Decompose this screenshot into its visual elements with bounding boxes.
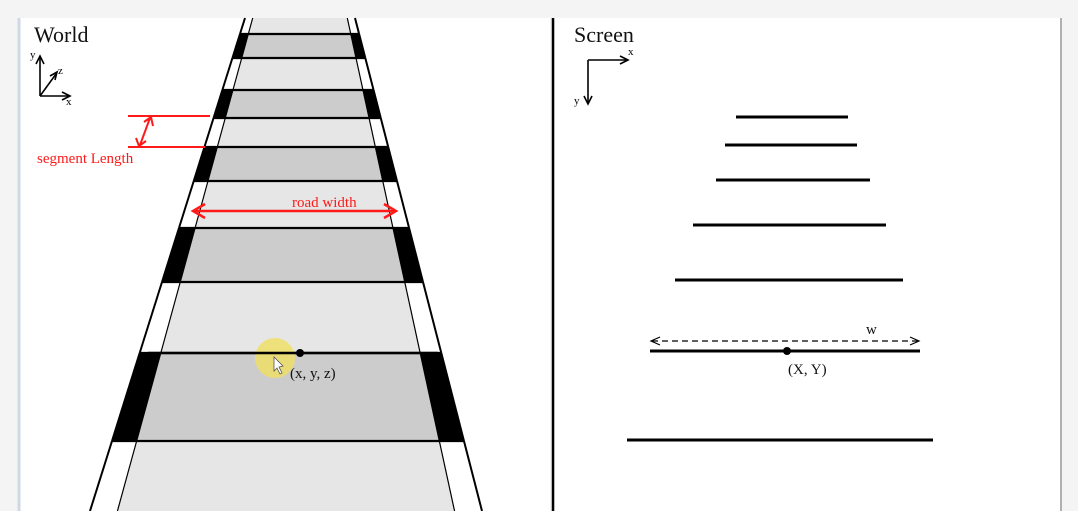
rumble-strip-left — [213, 90, 233, 118]
world-axis-y-label: y — [30, 49, 36, 61]
rumble-inner-left — [136, 352, 162, 442]
road-segment — [160, 282, 421, 353]
screen-axes-icon — [583, 55, 630, 106]
screen-axis-x-label: x — [628, 46, 634, 58]
rumble-strip-left — [193, 147, 218, 181]
road-edge-right — [408, 227, 424, 283]
rumble-inner-right — [374, 146, 384, 182]
road-edge-right — [422, 281, 443, 354]
screen-title: Screen — [574, 22, 634, 47]
road-edge-left — [161, 227, 180, 283]
rumble-strip-left — [112, 353, 161, 441]
rumble-strip-left — [222, 58, 242, 90]
screen-point — [783, 347, 791, 355]
rumble-inner-right — [438, 440, 456, 511]
rumble-inner-left — [241, 33, 249, 59]
rumble-inner-right — [355, 57, 364, 91]
road-edge-left — [111, 352, 141, 442]
rumble-inner-left — [216, 117, 226, 148]
road-edge-right — [462, 440, 483, 511]
screen-axis-y-label: y — [574, 95, 580, 107]
rumble-strip-right — [375, 147, 397, 181]
road-edge-right — [364, 57, 375, 91]
road-edge-left — [203, 117, 215, 148]
rumble-strip-right — [362, 90, 381, 118]
rumble-inner-right — [404, 281, 421, 354]
screen-width-arrow — [649, 336, 921, 346]
world-axes-icon — [35, 54, 72, 101]
rumble-strip-right — [404, 282, 442, 353]
rumble-strip-left — [178, 181, 208, 228]
road-edge-right — [379, 117, 390, 148]
road-edge-right — [358, 33, 367, 59]
rumble-inner-right — [382, 180, 394, 229]
rumble-inner-right — [368, 117, 376, 148]
rumble-strip-left — [232, 34, 249, 58]
road-edge-left — [192, 146, 206, 182]
road-segment — [207, 147, 383, 181]
road-segment — [217, 118, 376, 147]
road-edge-left — [212, 89, 224, 119]
screen-panel — [555, 18, 1060, 511]
screen-width-label: w — [866, 322, 877, 338]
road-edge-left — [89, 440, 113, 511]
road-segment — [225, 90, 370, 118]
rumble-strip-left — [161, 228, 196, 282]
road-segment — [117, 441, 455, 511]
road-segments — [89, 17, 483, 511]
world-axis-x-label: x — [66, 96, 72, 108]
rumble-strip-right — [350, 34, 366, 58]
rumble-inner-right — [419, 352, 440, 442]
road-segment — [241, 34, 357, 58]
road-width-label: road width — [292, 195, 357, 211]
world-axis-z-label: z — [58, 65, 63, 77]
road-segment — [136, 353, 440, 441]
road-segment — [232, 58, 363, 90]
rumble-strip-right — [356, 58, 374, 90]
rumble-inner-left — [116, 440, 138, 511]
rumble-strip-left — [204, 118, 226, 147]
rumble-inner-left — [207, 146, 218, 182]
rumble-inner-left — [194, 180, 209, 229]
world-title: World — [34, 22, 88, 47]
road-edge-left — [221, 57, 234, 91]
world-point-label: (x, y, z) — [290, 366, 336, 382]
rumble-inner-left — [224, 89, 234, 119]
rumble-inner-left — [247, 17, 254, 35]
road-edge-right — [396, 180, 411, 229]
mouse-pointer-icon — [273, 356, 284, 375]
road-segment — [180, 228, 405, 282]
rumble-inner-left — [232, 57, 243, 91]
road-edge-right — [372, 89, 382, 119]
segment-length-marker — [128, 115, 210, 148]
rumble-inner-right — [392, 227, 406, 283]
road-edge-right — [354, 17, 361, 35]
segment-length-label: segment Length — [37, 151, 134, 167]
road-edge-left — [138, 281, 163, 354]
world-point — [296, 349, 304, 357]
road-edge-left — [178, 180, 195, 229]
rumble-strip-right — [382, 181, 410, 228]
rumble-strip-left — [139, 282, 181, 353]
rumble-inner-right — [362, 89, 370, 119]
rumble-inner-left — [160, 281, 181, 354]
rumble-strip-right — [392, 228, 424, 282]
rumble-strip-left — [90, 441, 137, 511]
rumble-inner-right — [350, 33, 357, 59]
road-width-arrow — [190, 202, 399, 220]
road-segment — [195, 181, 393, 228]
road-edge-left — [231, 33, 241, 59]
rumble-inner-right — [346, 17, 352, 35]
rumble-strip-right — [439, 441, 482, 511]
rumble-strip-left — [239, 18, 253, 34]
road-edge-right — [440, 352, 465, 442]
road-segment — [248, 18, 351, 34]
rumble-strip-right — [420, 353, 464, 441]
rumble-inner-left — [179, 227, 196, 283]
road-edge-right — [387, 146, 398, 182]
screen-point-label: (X, Y) — [788, 362, 827, 378]
projected-lines — [627, 115, 933, 442]
road-edge-left — [239, 17, 246, 35]
